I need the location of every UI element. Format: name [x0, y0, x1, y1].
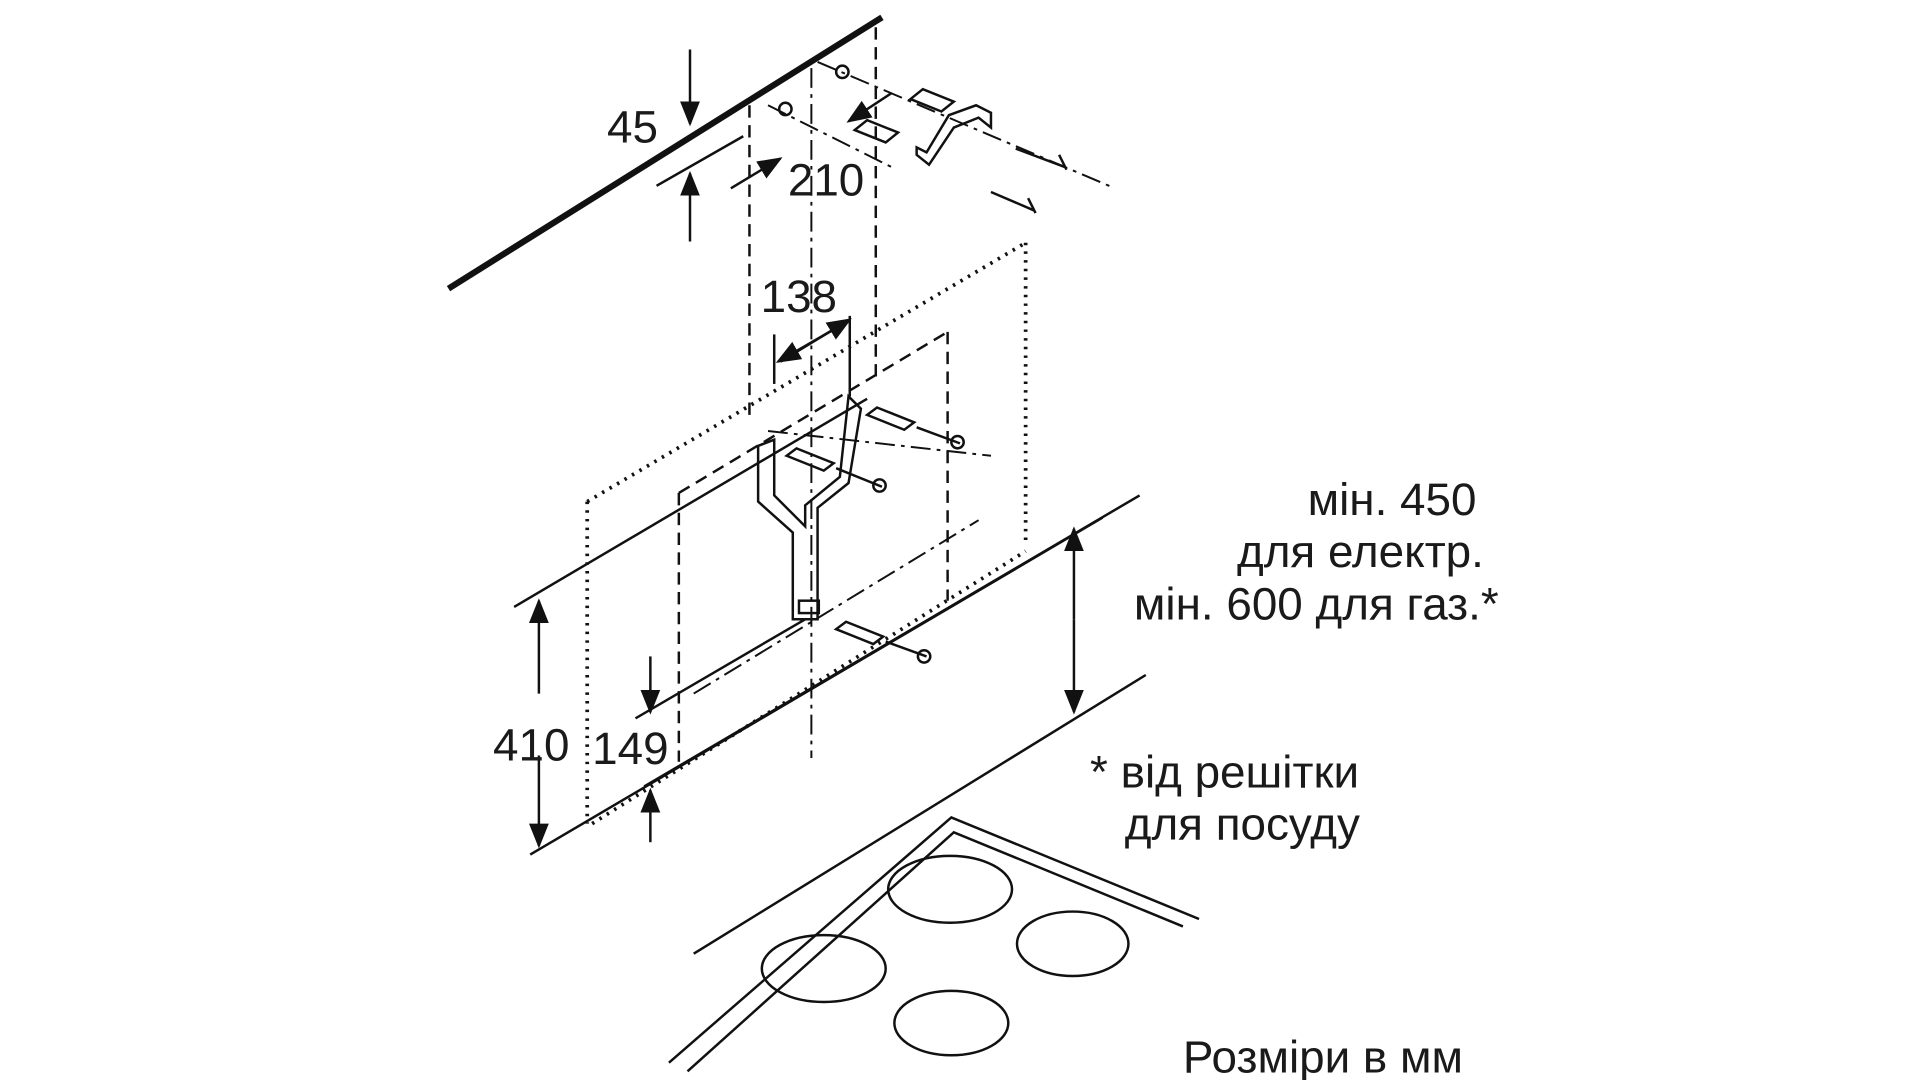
burner	[760, 933, 887, 1004]
dimension-arrow	[846, 91, 893, 123]
hood-outline	[585, 241, 1028, 826]
dimension-410: 410	[493, 719, 569, 770]
mounting-area-outline	[677, 330, 992, 762]
extension-line	[655, 135, 744, 187]
clearance-note-line3: мін. 600 для газ.*	[1134, 578, 1499, 629]
bracket-clip	[797, 599, 821, 615]
burner	[886, 854, 1014, 924]
footnote-line1: * від решітки	[1090, 747, 1359, 798]
dimension-arrow	[730, 157, 783, 190]
clearance-note-line2: для електр.	[1237, 526, 1484, 577]
burner	[1015, 910, 1130, 978]
burner	[893, 989, 1010, 1057]
top-bracket	[777, 64, 1068, 214]
dimension-45: 45	[607, 101, 658, 152]
clearance-note-line1: мін. 450	[1308, 474, 1477, 525]
ceiling-line	[446, 14, 884, 292]
cooktop	[668, 815, 1200, 1073]
reference-lines	[513, 397, 1147, 955]
footnote-line2: для посуду	[1125, 799, 1360, 850]
dimension-149: 149	[592, 723, 668, 774]
wall-bracket	[756, 393, 863, 621]
units-label: Розміри в мм	[1183, 1032, 1463, 1080]
duct-outline	[748, 27, 1116, 758]
screws	[784, 406, 965, 664]
dimension-210: 210	[788, 155, 864, 206]
dimension-138-lines	[772, 315, 852, 397]
dimension-138: 138	[761, 271, 837, 322]
